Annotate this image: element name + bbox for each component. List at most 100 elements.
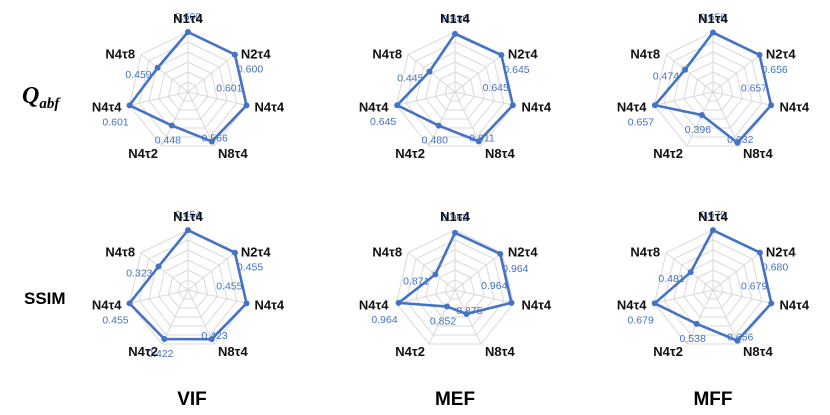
data-point — [463, 310, 470, 317]
grid-spoke — [654, 289, 714, 304]
grid-spoke — [428, 289, 456, 345]
data-point — [243, 102, 250, 109]
axis-label: N4τ2 — [128, 344, 158, 359]
value-label: 0.455 — [216, 280, 242, 292]
value-label: 0.656 — [762, 64, 788, 76]
axis-label: N4τ8 — [372, 47, 402, 62]
grid-spoke — [712, 289, 740, 345]
value-label: 0.657 — [628, 116, 654, 128]
grid-spoke — [712, 91, 772, 106]
axis-label: N8τ4 — [743, 344, 773, 359]
axis-label: N1τ4 — [173, 209, 203, 224]
data-point — [734, 337, 741, 344]
grid-ring — [663, 239, 763, 336]
data-point — [651, 102, 658, 109]
value-label: 0.679 — [741, 280, 767, 292]
axis-label: N2τ4 — [241, 245, 271, 260]
axis-label: N4τ2 — [395, 146, 425, 161]
grid-spoke — [454, 54, 503, 93]
axis-label: N8τ4 — [485, 146, 515, 161]
grid-spoke — [129, 289, 189, 304]
data-point — [710, 29, 716, 36]
grid-spoke — [712, 289, 772, 304]
grid-ring — [444, 279, 466, 300]
value-label: 0.645 — [370, 116, 396, 128]
data-point — [693, 320, 700, 327]
value-label: 0.396 — [685, 124, 711, 136]
data-point — [768, 300, 775, 307]
column-label-mef: MEF — [435, 389, 475, 410]
value-label: 0.656 — [700, 12, 726, 24]
value-label: 0.964 — [502, 263, 528, 275]
axis-label: N4τ4 — [254, 99, 284, 114]
grid-ring — [395, 229, 515, 345]
grid-spoke — [140, 252, 189, 291]
value-label: 0.611 — [469, 132, 495, 144]
axis-label: N1τ4 — [698, 11, 728, 26]
grid-ring — [138, 239, 238, 336]
grid-ring — [444, 81, 466, 102]
grid-ring — [692, 71, 734, 111]
value-label: 0.601 — [102, 116, 128, 128]
grid-spoke — [396, 91, 456, 106]
data-point — [394, 102, 401, 109]
data-point — [734, 139, 741, 146]
data-point — [687, 269, 694, 276]
data-point — [231, 249, 238, 256]
axis-label: N4τ8 — [372, 245, 402, 260]
axis-label: N4τ4 — [92, 297, 122, 312]
series-line — [128, 30, 248, 143]
data-point — [155, 263, 162, 270]
axis-label: N1τ4 — [440, 11, 470, 26]
value-label: 0.454 — [175, 209, 201, 221]
axis-label: N4τ4 — [254, 297, 284, 312]
data-point — [154, 64, 161, 71]
data-point — [509, 102, 516, 109]
value-label: 0.474 — [653, 71, 679, 83]
axis-label: N4τ8 — [630, 245, 660, 260]
value-label: 0.645 — [483, 82, 509, 94]
data-point — [682, 66, 689, 73]
axis-label: N4τ4 — [617, 99, 647, 114]
axis-label: N1τ4 — [173, 11, 203, 26]
value-label: 0.455 — [237, 262, 263, 274]
value-label: 0.657 — [741, 82, 767, 94]
value-label: 0.964 — [481, 280, 507, 292]
data-point — [243, 300, 250, 307]
axis-label: N2τ4 — [766, 47, 796, 62]
value-label: 0.871 — [403, 275, 429, 287]
value-label: 0.645 — [503, 64, 529, 76]
data-point — [161, 336, 168, 343]
row-label-qabf: Qabf — [22, 83, 61, 112]
value-label: 0.423 — [201, 330, 227, 342]
data-point — [426, 68, 433, 75]
grid-spoke — [161, 91, 189, 147]
axis-label: N4τ2 — [653, 146, 683, 161]
series-line — [397, 231, 513, 316]
value-label: 0.680 — [762, 262, 788, 274]
grid-spoke — [428, 91, 456, 147]
series-line — [395, 32, 515, 143]
grid-ring — [177, 279, 199, 300]
grid-spoke — [187, 252, 236, 291]
grid-spoke — [454, 289, 514, 304]
grid-ring — [167, 71, 209, 111]
axis-label: N4τ2 — [653, 344, 683, 359]
grid-spoke — [712, 252, 761, 291]
grid-spoke — [161, 289, 189, 345]
radar-ssim-vif: 0.4540.4550.4550.4230.4220.4550.323N1τ4N… — [92, 209, 285, 360]
value-label: 0.632 — [727, 134, 753, 146]
value-label: 0.459 — [125, 69, 151, 81]
data-point — [395, 299, 402, 306]
grid-spoke — [454, 252, 503, 291]
grid-spoke — [187, 91, 247, 106]
value-label: 0.481 — [658, 273, 684, 285]
axis-label: N2τ4 — [766, 245, 796, 260]
grid-spoke — [665, 54, 714, 93]
grid-spoke — [712, 91, 740, 147]
grid-spoke — [407, 252, 456, 291]
axis-label: N4τ4 — [359, 297, 389, 312]
value-label: 0.445 — [397, 73, 423, 85]
grid-ring — [158, 259, 218, 318]
